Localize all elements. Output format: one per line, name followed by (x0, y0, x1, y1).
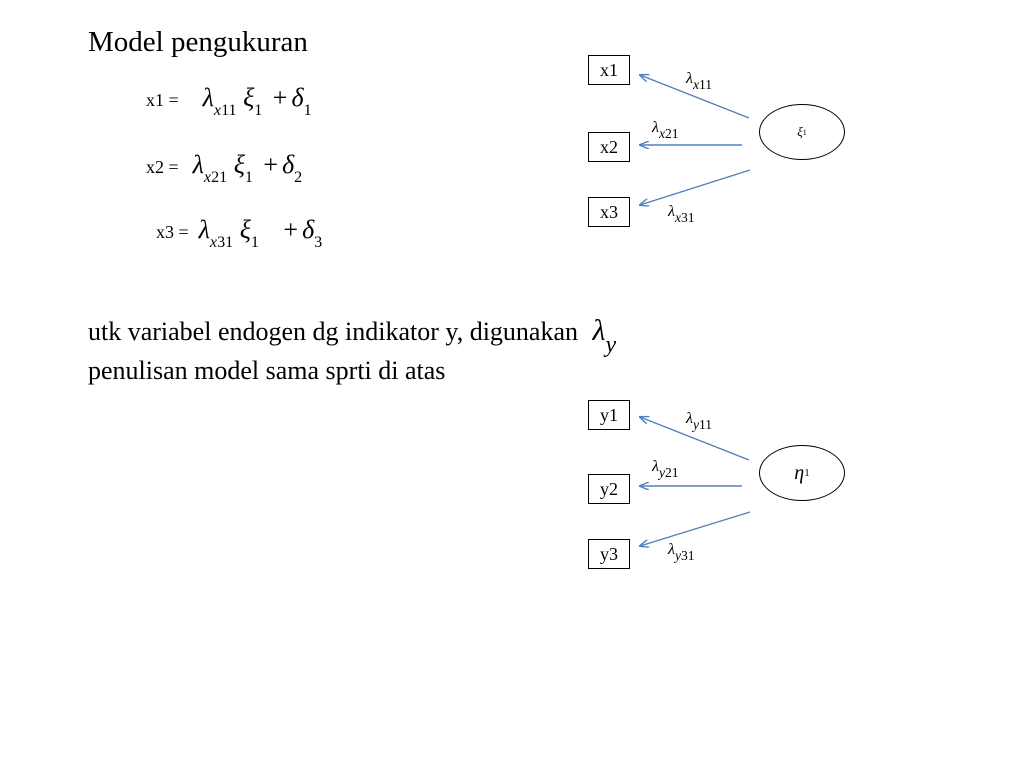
plus-sign: + (272, 83, 288, 112)
arrow-xi1-x1 (640, 75, 750, 119)
xi-symbol: ξ (797, 124, 803, 139)
equation-label: x3 = (156, 222, 189, 242)
xi-symbol: ξ (239, 215, 251, 244)
equation-label: x2 = (146, 157, 179, 177)
loading-label-x21: λx21 (652, 119, 679, 142)
eta-symbol: η (794, 461, 805, 484)
loading-label-y21: λy21 (652, 458, 679, 481)
loading-label-y31: λy31 (668, 541, 695, 564)
xi-symbol: ξ (243, 83, 255, 112)
arrow-xi1-x3 (640, 169, 751, 205)
plus-sign: + (263, 150, 279, 179)
paragraph-line-1: utk variabel endogen dg indikator y, dig… (88, 314, 617, 358)
equation-label: x1 = (146, 90, 179, 110)
delta-symbol: δ (291, 83, 304, 112)
lambda-symbol: λ (198, 215, 210, 244)
loading-label-x11: λx11 (686, 70, 713, 93)
lambda-y-symbol: λ (592, 314, 606, 347)
arrow-eta1-y1 (640, 417, 750, 461)
indicator-box-y3: y3 (588, 539, 630, 569)
delta-symbol: δ (302, 215, 315, 244)
indicator-box-y2: y2 (588, 474, 630, 504)
lambda-symbol: λ (192, 150, 204, 179)
lambda-y-subscript: y (605, 332, 617, 358)
equation-x3: x3 = λx31 ξ1 +δ3 (156, 215, 323, 251)
loading-label-y11: λy11 (686, 410, 713, 433)
plus-sign: + (283, 215, 299, 244)
xi-symbol: ξ (233, 150, 245, 179)
lambda-symbol: λ (202, 83, 214, 112)
paragraph-line-2: penulisan model sama sprti di atas (88, 356, 446, 385)
loading-label-x31: λx31 (668, 203, 695, 226)
page-title: Model pengukuran (88, 26, 308, 58)
equation-x2: x2 = λx21 ξ1 +δ2 (146, 150, 303, 186)
delta-symbol: δ (282, 150, 295, 179)
indicator-box-x1: x1 (588, 55, 630, 85)
indicator-box-x2: x2 (588, 132, 630, 162)
equation-x1: x1 = λx11 ξ1 +δ1 (146, 83, 312, 119)
arrow-eta1-y3 (640, 511, 751, 546)
indicator-box-x3: x3 (588, 197, 630, 227)
indicator-box-y1: y1 (588, 400, 630, 430)
